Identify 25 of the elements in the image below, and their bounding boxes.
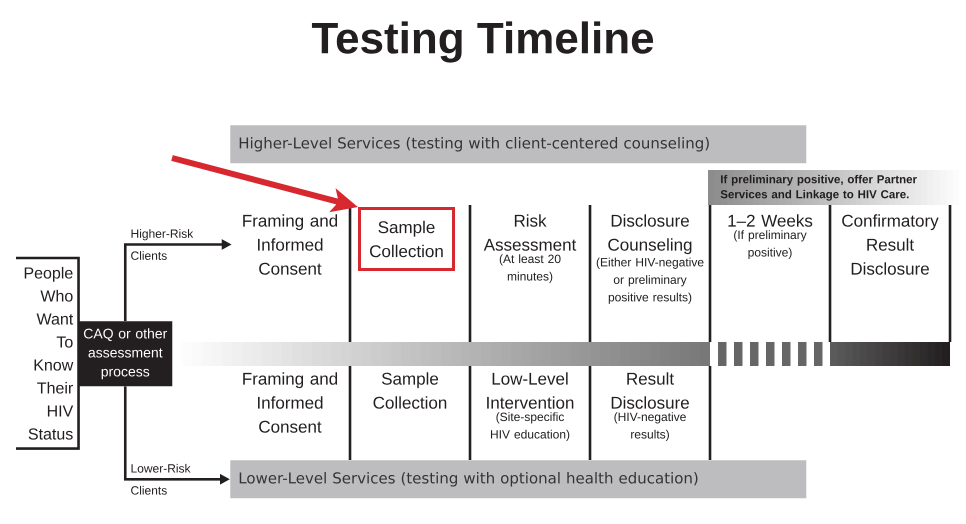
process-box: CAQ or other assessment process [78,321,172,386]
step-title: Sample Collection [374,372,446,409]
step-title: Result Disclosure [612,372,689,409]
bracket-box: People Who Want To Know Their HIV Status [16,256,80,450]
step-note: (At least 20 minutes) [500,254,561,283]
note-band: If preliminary positive, offer Partner Services and Linkage to HIV Care. [708,170,966,205]
edge-label: Higher-Risk Clients [131,229,194,260]
node-label: If preliminary positive, offer Partner Services and Linkage to HIV Care. [720,174,917,201]
step-title: Framing and Informed Consent [243,214,338,275]
step-title: Disclosure Counseling [608,214,692,254]
node-label: CAQ or other assessment process [84,328,168,380]
edge-label: Lower-Risk Clients [131,464,191,495]
step-note: (Either HIV-negative or preliminary positive results) [596,258,704,304]
step-note: (Site-specific HIV education) [490,412,570,441]
service-band: Lower-Level Services (testing with optional health education) [230,460,806,498]
step-title: Risk Assessment [484,214,576,251]
step-title: 1–2 Weeks [728,214,812,227]
step-note: (HIV-negative results) [614,412,686,441]
service-band: Higher-Level Services (testing with client-centered counseling) [230,125,806,164]
highlight-box: Sample Collection [358,207,455,271]
step-title: Framing and Informed Consent [243,372,338,433]
title: Testing Timeline [312,21,654,63]
step-note: (If preliminary positive) [734,230,807,259]
step-title: Confirmatory Result Disclosure [842,214,939,275]
step-title: Low-Level Intervention [487,372,574,409]
